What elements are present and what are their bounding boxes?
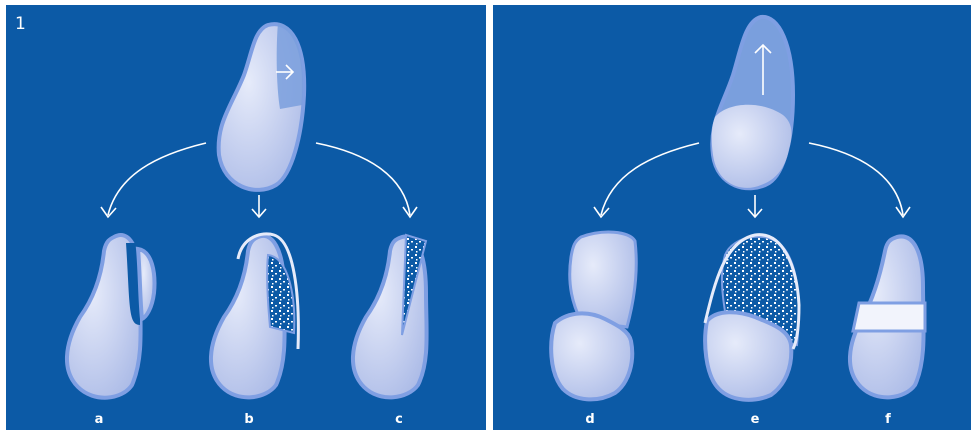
fixed-fragment [712, 105, 792, 188]
curved-arrow-right-c [316, 143, 417, 217]
fragment-a [138, 249, 154, 319]
source-bone-right [712, 17, 793, 188]
curved-arrow-left-d [594, 143, 699, 217]
displaced-fragment [277, 23, 303, 109]
label-f: f [878, 412, 898, 427]
label-c: c [389, 412, 409, 427]
curved-arrow-right-f [809, 143, 910, 217]
arrow-down-e [748, 195, 762, 217]
label-b: b [239, 412, 259, 427]
gap-band-f [853, 303, 925, 331]
bone-c [353, 235, 427, 397]
label-d: d [580, 412, 600, 427]
right-diagram [493, 5, 971, 430]
left-diagram [6, 5, 486, 430]
callus-dots-b [267, 255, 294, 333]
right-panel: d e f [493, 5, 971, 430]
bone-d [551, 232, 636, 399]
arrow-down-b [252, 195, 266, 217]
bone-b [211, 234, 298, 398]
bone-a [67, 235, 155, 398]
left-panel: 1 [6, 5, 486, 430]
source-bone-left [219, 23, 305, 190]
curved-arrow-left-a [101, 143, 206, 217]
label-a: a [89, 412, 109, 427]
bone-e [705, 235, 799, 400]
bone-f [850, 236, 925, 397]
label-e: e [745, 412, 765, 427]
